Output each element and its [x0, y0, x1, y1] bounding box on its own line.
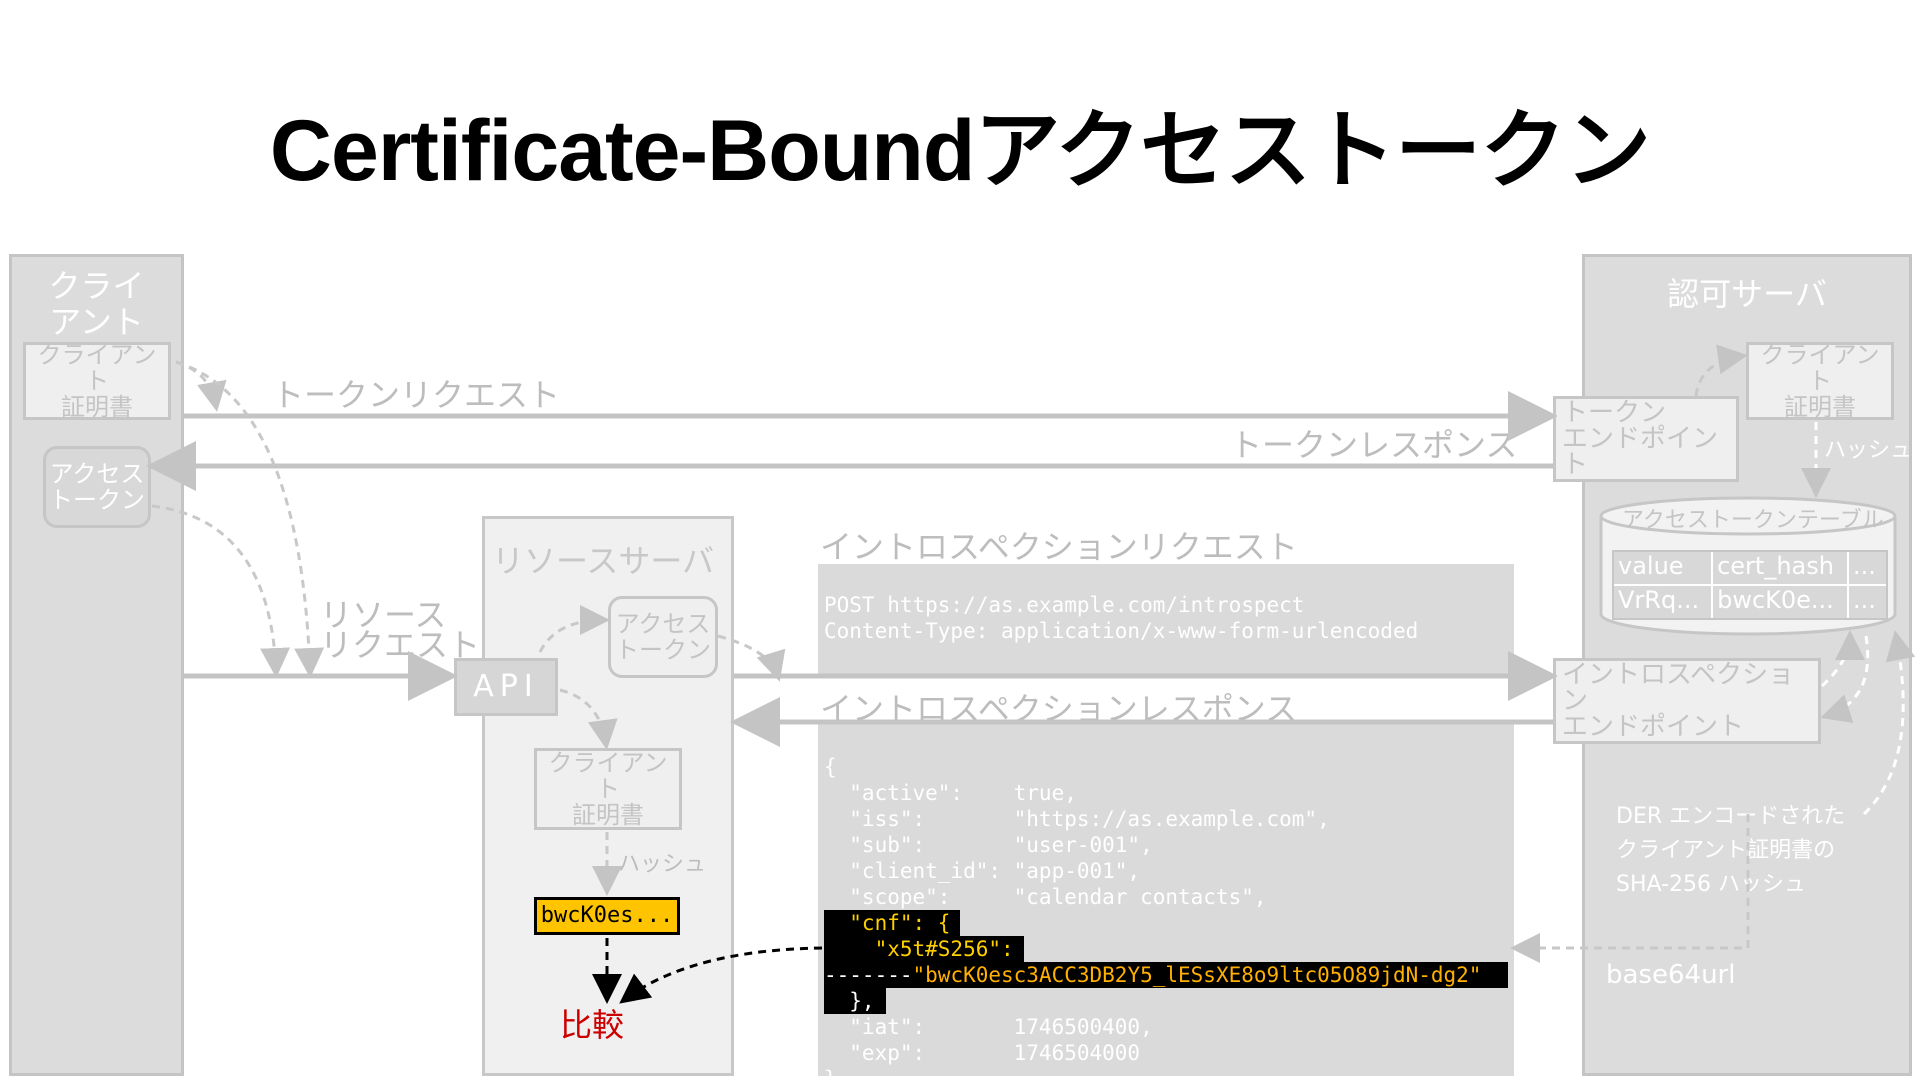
access-token-table: value cert_hash ... VrRq... bwcK0e... ..… [1612, 550, 1888, 620]
token-endpoint-box: トークン エンドポイント [1553, 396, 1739, 482]
resource-request-label: リソース リクエスト [320, 596, 481, 664]
resource-request-line1: リソース [320, 596, 447, 634]
cnf-close-line: }, [824, 989, 875, 1013]
resource-cert-line2: 証明書 [572, 801, 644, 829]
x5t-dashes: ------- [824, 963, 913, 987]
introspection-request-label: イントロスペクションリクエスト [820, 528, 1298, 566]
req-line: POST https://as.example.com/introspect [824, 593, 1305, 617]
table-header-cert-hash: cert_hash [1713, 552, 1850, 584]
resource-client-certificate-box: クライアント 証明書 [534, 748, 682, 830]
table-cell-more: ... [1853, 586, 1876, 614]
client-certificate-box: クライアント 証明書 [23, 342, 171, 420]
client-token-line1: アクセス [49, 460, 145, 488]
client-title-line1: クライ [48, 267, 145, 305]
token-response-label: トークンレスポンス [1230, 426, 1518, 464]
req-line: token=VrRqiBdDUj54xz6w [824, 671, 1103, 695]
api-box[interactable]: API [454, 658, 558, 716]
req-line: Content-Type: application/x-www-form-url… [824, 619, 1419, 643]
table-header-row: value cert_hash ... [1614, 552, 1886, 584]
resource-request-line2: リクエスト [320, 626, 481, 664]
token-request-label: トークンリクエスト [272, 376, 561, 414]
auth-client-certificate-box: クライアント 証明書 [1746, 342, 1894, 420]
resp-line: "scope": "calendar contacts", [824, 885, 1267, 909]
resp-line: "active": true, [824, 781, 1077, 805]
base64url-label: base64url [1606, 960, 1736, 990]
client-token-line2: トークン [49, 486, 145, 514]
token-endpoint-line2: エンドポイント [1562, 424, 1719, 480]
introspection-endpoint-line2: エンドポイント [1562, 712, 1745, 742]
token-endpoint-line1: トークン [1562, 398, 1667, 428]
auth-server-title: 認可サーバ [1667, 275, 1827, 313]
access-token-table-title: アクセストークンテーブル [1622, 508, 1884, 533]
cnf-line: "cnf": { [824, 911, 951, 935]
resource-token-line2: トークン [615, 636, 711, 664]
table-cell-value: VrRq... [1614, 586, 1714, 618]
der-note-line3: SHA-256 ハッシュ [1616, 872, 1806, 897]
client-title-line2: アント [49, 303, 144, 341]
resource-access-token-box: アクセス トークン [608, 596, 718, 678]
client-title: クライ アント [9, 268, 184, 340]
table-header-value: value [1614, 552, 1714, 584]
client-cert-line1: クライアント [37, 341, 157, 395]
auth-hash-label: ハッシュ [1824, 438, 1913, 463]
resp-line: "iss": "https://as.example.com", [824, 807, 1330, 831]
introspection-response-code: { "active": true, "iss": "https://as.exa… [818, 722, 1514, 1091]
table-header-more: ... [1853, 552, 1876, 580]
table-row: VrRq... bwcK0e... ... [1614, 584, 1886, 618]
der-note: DER エンコードされた クライアント証明書の SHA-256 ハッシュ [1616, 800, 1845, 902]
der-note-line1: DER エンコードされた [1616, 804, 1846, 829]
resp-line: } [824, 1067, 837, 1091]
resp-line: "exp": 1746504000 [824, 1041, 1141, 1065]
computed-hash-value: bwcK0es... [534, 897, 680, 935]
client-access-token-box: アクセス トークン [43, 446, 151, 528]
page-title: Certificate-Boundアクセストークン [269, 103, 1651, 199]
api-label: API [473, 669, 539, 704]
resp-line: "sub": "user-001", [824, 833, 1153, 857]
compare-label: 比較 [560, 1006, 625, 1044]
auth-cert-line2: 証明書 [1784, 393, 1856, 421]
x5t-value: "bwcK0esc3ACC3DB2Y5_lESsXE8o9ltc05O89jdN… [912, 963, 1482, 987]
req-line [824, 644, 1508, 670]
resp-line: "iat": 1746500400, [824, 1015, 1153, 1039]
resource-cert-line1: クライアント [548, 749, 668, 803]
resp-line: { [824, 755, 837, 779]
x5t-line: "x5t#S256": [824, 937, 1014, 961]
resource-token-line1: アクセス [615, 610, 711, 638]
auth-cert-line1: クライアント [1760, 341, 1880, 395]
resource-server-title: リソースサーバ [492, 542, 715, 580]
resp-line: "client_id": "app-001", [824, 859, 1141, 883]
der-note-line2: クライアント証明書の [1616, 838, 1836, 863]
resource-hash-label: ハッシュ [618, 852, 707, 877]
introspection-endpoint-line1: イントロスペクション [1562, 660, 1795, 716]
table-cell-cert-hash: bwcK0e... [1713, 586, 1850, 618]
client-cert-line2: 証明書 [61, 393, 133, 421]
introspection-endpoint-box: イントロスペクション エンドポイント [1553, 658, 1821, 744]
